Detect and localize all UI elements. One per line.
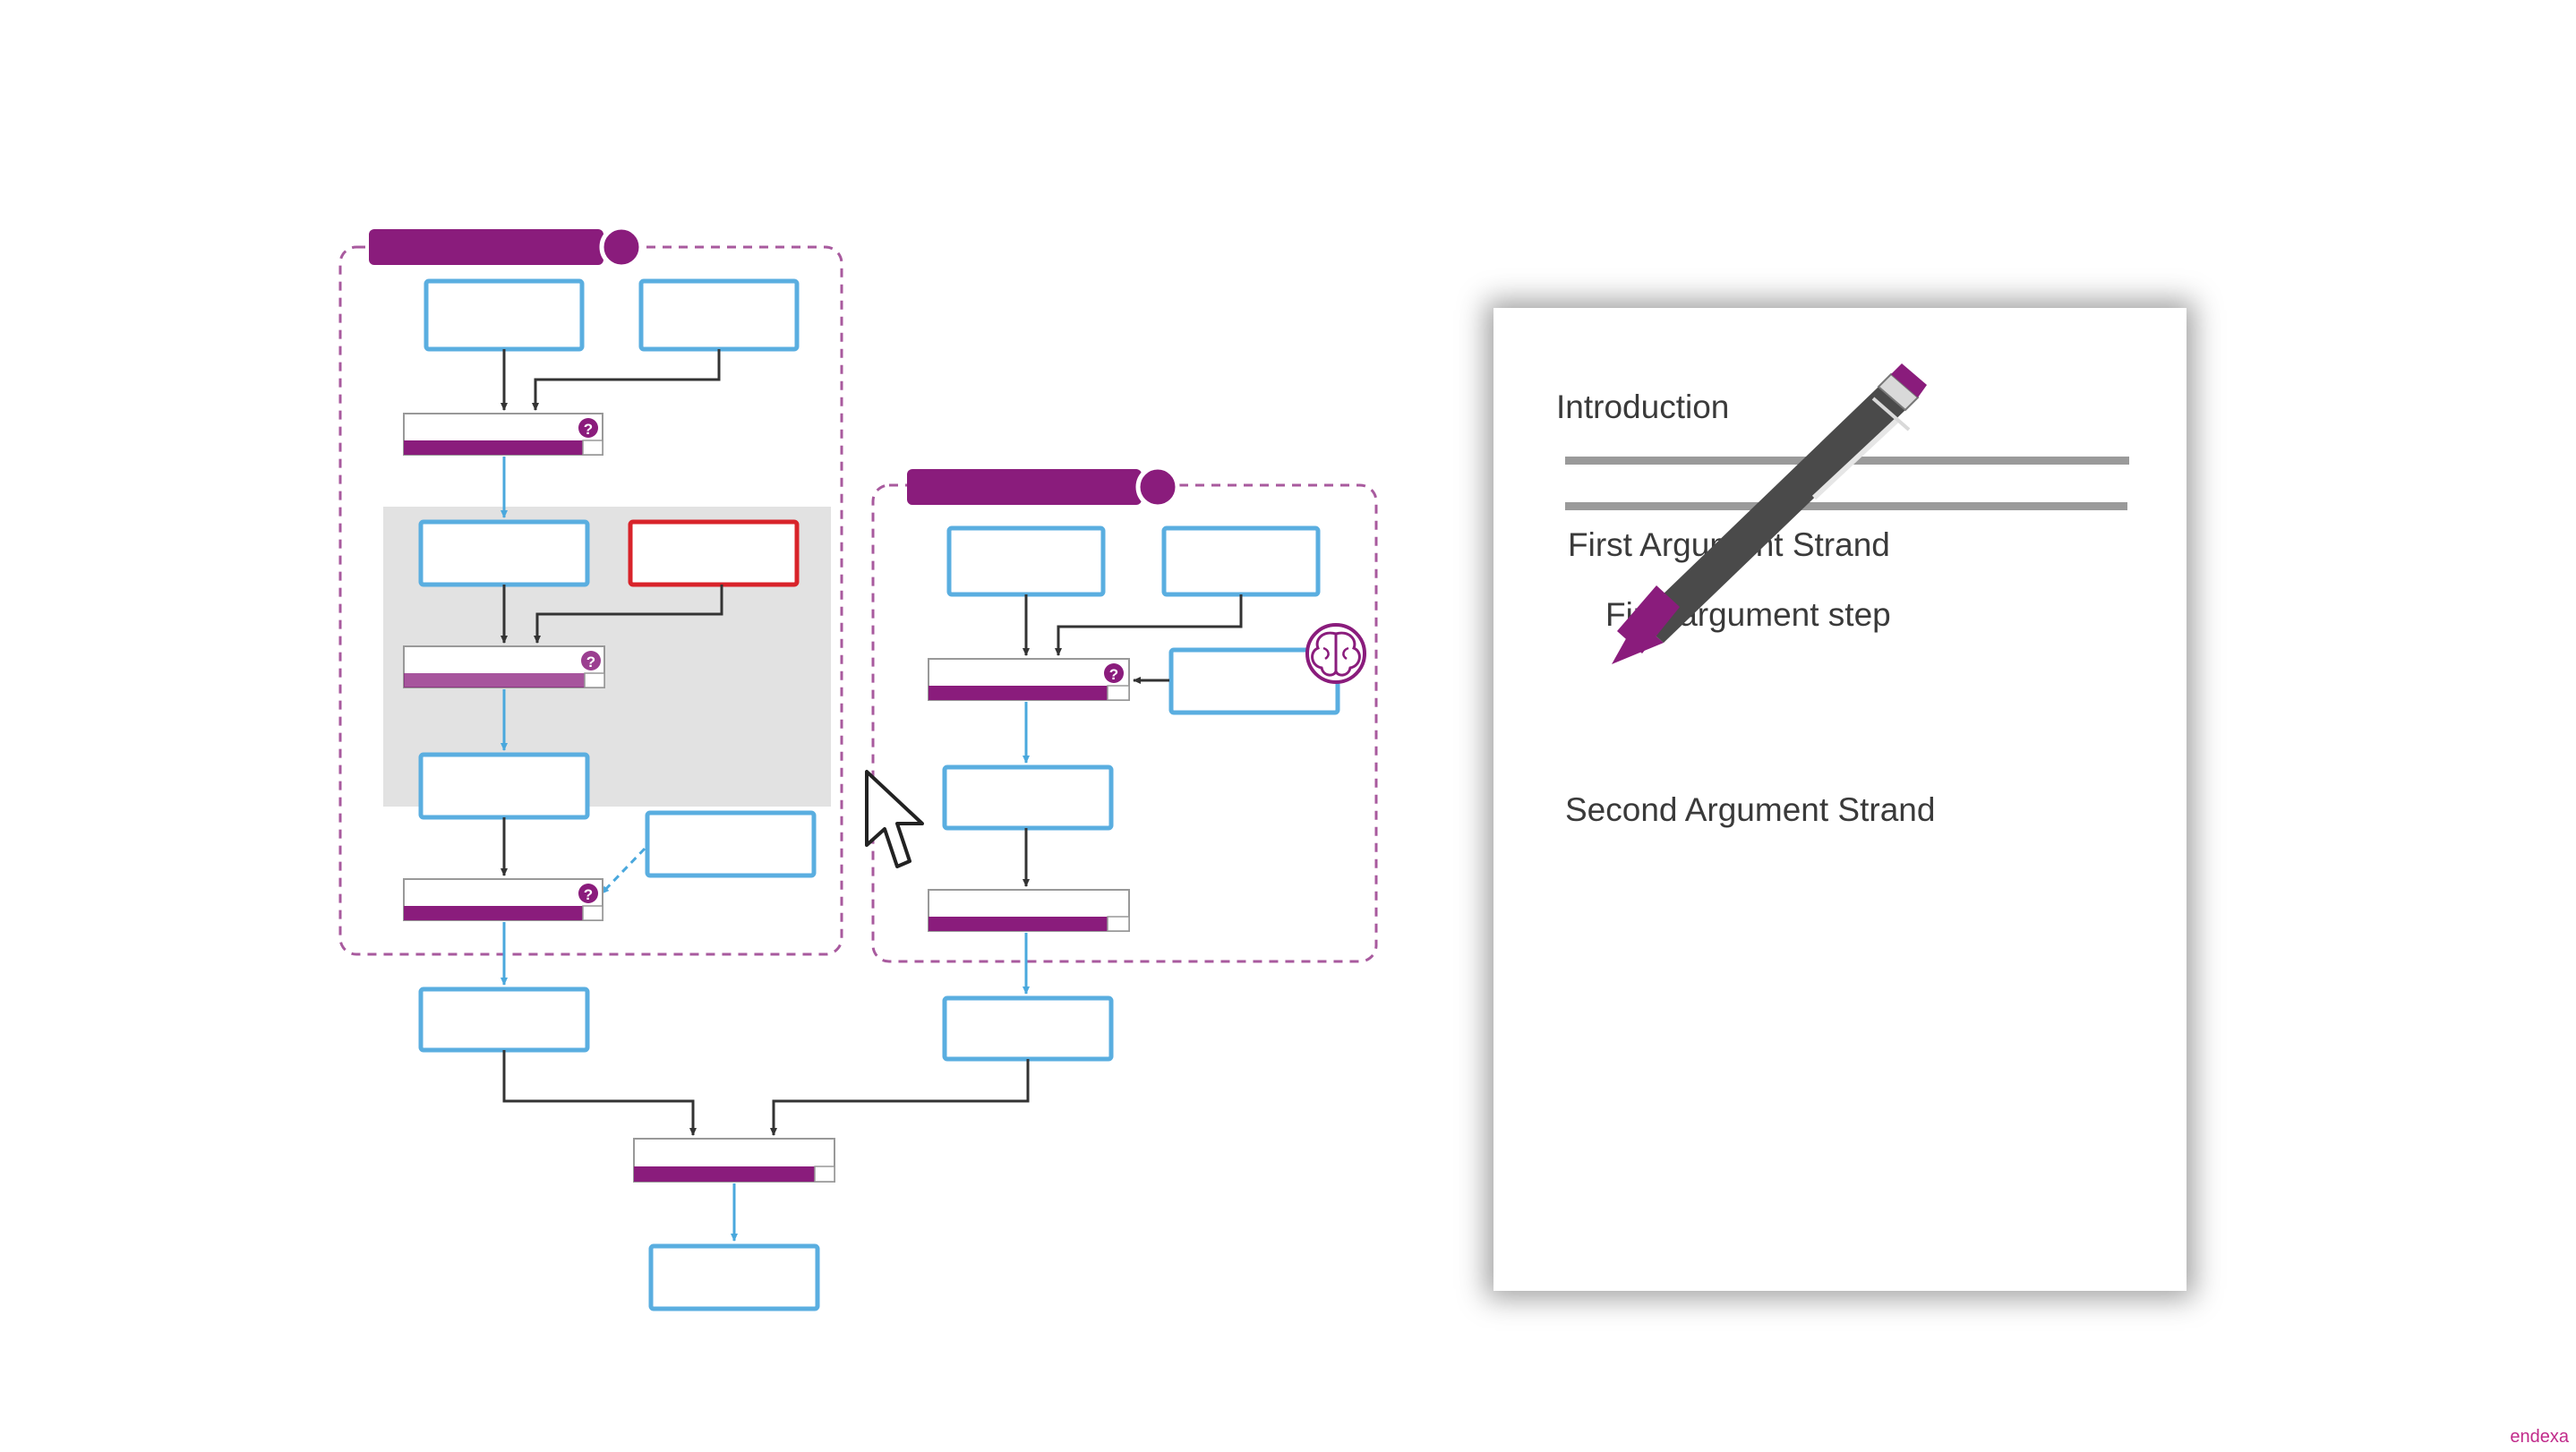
svg-text:?: ? <box>586 653 595 670</box>
inference-bar[interactable] <box>633 1138 835 1183</box>
left-group-header-bar[interactable] <box>369 229 603 265</box>
cursor-icon <box>865 770 924 868</box>
conclusion-box[interactable] <box>942 995 1114 1062</box>
connector <box>534 585 723 644</box>
inference-bar[interactable] <box>928 658 1130 701</box>
left-group-header-knob[interactable] <box>599 225 644 269</box>
question-icon[interactable]: ? <box>581 651 601 670</box>
right-group-header-knob[interactable] <box>1135 465 1180 509</box>
question-icon[interactable]: ? <box>578 884 598 903</box>
question-icon[interactable]: ? <box>578 418 598 438</box>
inference-bar[interactable] <box>403 878 603 921</box>
watermark: endexa <box>2510 1427 2569 1447</box>
right-group-border <box>871 483 1378 963</box>
final-merge <box>502 1050 1030 1311</box>
svg-text:?: ? <box>1109 666 1118 683</box>
premise-box[interactable] <box>645 810 817 878</box>
brain-icon[interactable] <box>1305 623 1366 684</box>
heading-first-argument-strand: First Argument Strand <box>1568 526 1890 563</box>
inference-bar[interactable] <box>403 413 603 456</box>
right-group-header-bar[interactable] <box>907 469 1142 505</box>
svg-text:?: ? <box>584 886 593 903</box>
connector <box>1055 594 1243 656</box>
conclusion-box[interactable] <box>418 987 590 1053</box>
svg-text:?: ? <box>584 421 593 438</box>
connector <box>770 1059 1030 1136</box>
first-argument-step: First argument step <box>1605 596 1891 633</box>
inference-bar[interactable] <box>403 645 605 688</box>
premise-box[interactable] <box>638 278 800 352</box>
question-icon[interactable]: ? <box>1104 663 1124 683</box>
heading-introduction: Introduction <box>1556 389 1730 425</box>
inference-bar[interactable] <box>928 889 1130 932</box>
premise-box[interactable] <box>946 525 1106 597</box>
connector <box>502 1050 697 1136</box>
premise-box[interactable] <box>1161 525 1321 597</box>
premise-box[interactable] <box>942 764 1114 831</box>
left-argument-group: ? ? ? <box>338 225 843 1053</box>
final-conclusion-box[interactable] <box>648 1243 820 1311</box>
premise-box[interactable] <box>418 519 590 587</box>
connector <box>532 349 721 411</box>
heading-second-argument-strand: Second Argument Strand <box>1565 791 1936 828</box>
dashed-connector <box>600 847 646 895</box>
premise-box[interactable] <box>418 752 590 820</box>
right-argument-group: ? <box>871 465 1378 1062</box>
rejected-premise-box[interactable] <box>628 519 800 587</box>
premise-box[interactable] <box>424 278 585 352</box>
